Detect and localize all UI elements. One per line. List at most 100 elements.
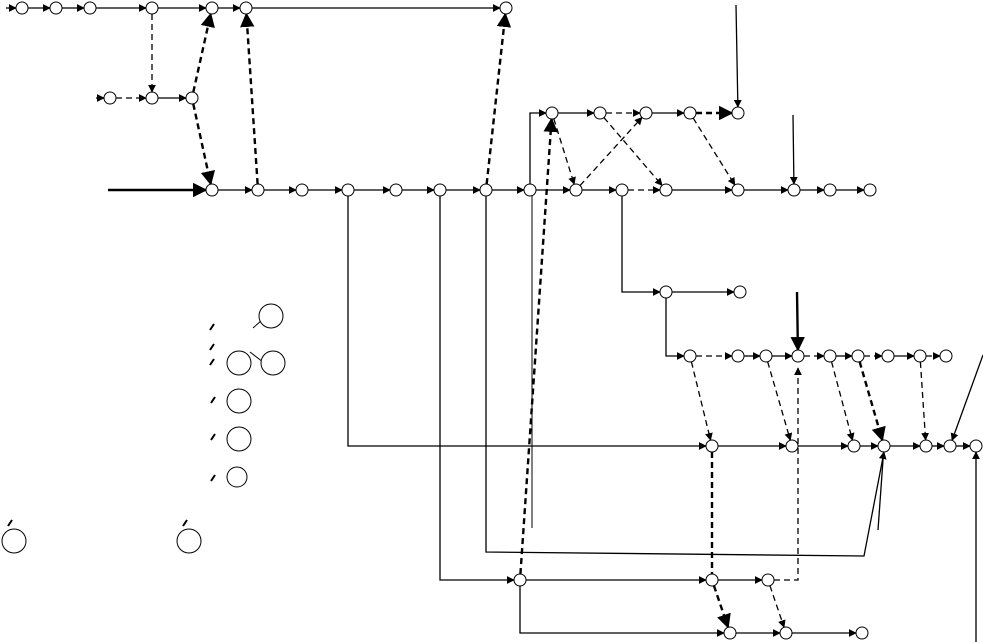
tick-mark-4 [210,396,216,404]
edge-37 [579,116,643,186]
edge-68 [485,196,887,557]
node-h5 [919,439,933,453]
edge-39 [733,4,742,108]
edge-54 [690,361,713,441]
edge-35 [553,118,576,186]
edge-58 [919,361,930,441]
node-k2 [705,573,719,587]
tick-mark-6 [210,474,216,482]
legend-circle-6 [226,466,248,488]
node-m2 [251,183,265,197]
node-b2 [145,91,159,105]
node-a6 [239,1,253,15]
legend-circle-1 [258,303,284,329]
node-a2 [49,1,63,15]
edge-13 [192,103,216,186]
edge-69 [877,451,885,531]
node-m8 [523,183,537,197]
edge-77 [712,585,731,629]
node-s5 [823,349,837,363]
node-k3 [761,573,775,587]
edge-41 [529,109,547,190]
node-h4 [877,439,891,453]
edge-36 [603,117,663,187]
node-s7 [881,349,895,363]
node-k1 [513,573,527,587]
node-m7 [479,183,493,197]
node-a4 [145,1,159,15]
legend-circle-4 [226,388,252,414]
node-s6 [851,349,865,363]
edge-60 [347,196,707,450]
tick-mark-2 [209,343,215,351]
node-m9 [569,183,583,197]
node-u1 [545,106,559,120]
node-m6 [433,183,447,197]
tick-mark-3 [209,358,215,366]
edge-14 [240,12,259,185]
node-u2 [593,106,607,120]
node-h7 [969,439,983,453]
node-h1 [705,439,719,453]
edge-12 [192,12,215,93]
node-u3 [639,106,653,120]
node-s4 [791,349,805,363]
edge-55 [767,361,793,441]
node-a5 [205,1,219,15]
node-u4 [683,106,697,120]
edge-57 [858,361,886,442]
edge-42 [621,196,661,296]
edge-53 [790,291,805,352]
edge-30 [485,12,512,185]
tick-mark-8 [182,519,188,527]
edge-38 [692,117,736,186]
tick-mark-5 [210,433,216,441]
node-n3 [855,626,869,640]
node-a3 [83,1,97,15]
ticks-layer [7,319,264,527]
node-h6 [943,439,957,453]
edge-71 [439,196,515,584]
node-u5 [731,106,745,120]
node-m13 [787,183,801,197]
legend-circle-7 [1,528,27,554]
edge-78 [769,585,786,629]
node-a7 [499,1,513,15]
node-m12 [731,183,745,197]
node-h3 [847,439,861,453]
node-b1 [103,91,117,105]
node-m11 [659,183,673,197]
node-s2 [731,349,745,363]
edge-79 [519,586,725,637]
edge-44 [665,298,685,360]
edge-40 [789,114,798,185]
node-b3 [185,91,199,105]
node-r1 [659,285,673,299]
node-h2 [785,439,799,453]
node-m14 [823,183,837,197]
legend-circle-5 [226,426,252,452]
node-s9 [939,349,953,363]
node-m10 [615,183,629,197]
node-m4 [341,183,355,197]
edges-layer [6,4,983,642]
edge-75 [519,117,558,575]
legend-circle-2 [226,350,252,376]
node-r2 [733,285,747,299]
tick-mark-1 [209,323,215,331]
node-n2 [779,626,793,640]
node-m15 [863,183,877,197]
tick-mark-7 [7,519,13,527]
legend-circle-3 [260,350,286,376]
node-m3 [295,183,309,197]
node-a1 [15,1,29,15]
node-m1 [205,183,219,197]
edge-74 [774,367,802,581]
node-s8 [913,349,927,363]
edge-56 [830,361,855,441]
node-m5 [389,183,403,197]
node-n1 [723,626,737,640]
node-s1 [683,349,697,363]
